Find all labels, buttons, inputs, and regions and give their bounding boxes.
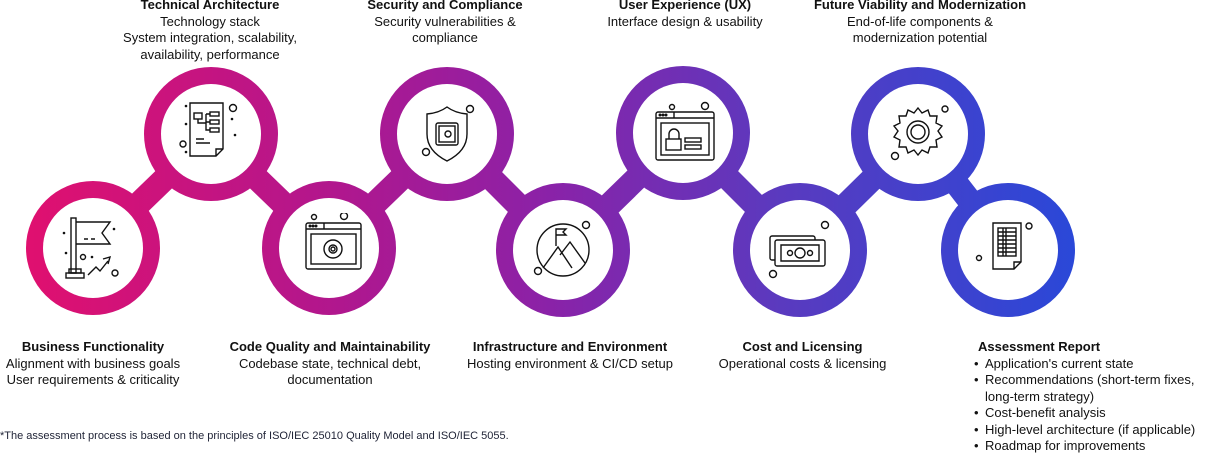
step-infrastructure-label: Infrastructure and Environment Hosting e… bbox=[455, 339, 685, 372]
step-title: User Experience (UX) bbox=[618, 0, 752, 12]
step-title: Future Viability and Modernization bbox=[813, 0, 1027, 12]
step-technical-label: Technical Architecture Technology stack … bbox=[110, 0, 310, 63]
step-title: Cost and Licensing bbox=[742, 339, 863, 354]
step-desc: End-of-life components & bbox=[847, 13, 993, 29]
browser-lock-icon bbox=[655, 101, 715, 161]
step-desc: availability, performance bbox=[140, 46, 280, 62]
step-cost-label: Cost and Licensing Operational costs & l… bbox=[705, 339, 900, 372]
mountain-flag-icon bbox=[533, 220, 591, 277]
report-item: Cost-benefit analysis bbox=[974, 405, 1195, 422]
report-item-text: long-term strategy) bbox=[985, 388, 1095, 404]
report-item: Application's current state bbox=[974, 356, 1195, 373]
step-code-label: Code Quality and Maintainability Codebas… bbox=[220, 339, 440, 389]
report-item: Roadmap for improvements bbox=[974, 438, 1195, 455]
document-flowchart-icon bbox=[179, 102, 238, 157]
step-title: Technical Architecture bbox=[140, 0, 280, 12]
step-security-label: Security and Compliance Security vulnera… bbox=[340, 0, 550, 47]
shield-safe-icon bbox=[421, 104, 475, 162]
report-item: High-level architecture (if applicable) bbox=[974, 422, 1195, 439]
report-item: Recommendations (short-term fixes,long-t… bbox=[974, 372, 1195, 405]
step-desc: User requirements & criticality bbox=[6, 372, 180, 387]
step-desc: Interface design & usability bbox=[607, 13, 763, 29]
step-title: Code Quality and Maintainability bbox=[229, 339, 431, 354]
footnote: *The assessment process is based on the … bbox=[0, 430, 509, 442]
flag-growth-icon bbox=[62, 217, 119, 279]
step-business-label: Business Functionality Alignment with bu… bbox=[0, 339, 192, 389]
step-ux-label: User Experience (UX) Interface design & … bbox=[600, 0, 770, 30]
step-desc: System integration, scalability, bbox=[123, 30, 297, 45]
step-title: Infrastructure and Environment bbox=[472, 339, 668, 354]
money-bills-icon bbox=[768, 220, 830, 279]
assessment-report-label: Assessment Report Application's current … bbox=[974, 339, 1195, 455]
step-desc: Operational costs & licensing bbox=[718, 355, 887, 371]
step-desc: Security vulnerabilities & bbox=[374, 13, 516, 29]
report-title: Assessment Report bbox=[978, 339, 1101, 354]
step-desc: Hosting environment & CI/CD setup bbox=[467, 355, 673, 371]
step-desc: modernization potential bbox=[852, 30, 988, 45]
step-desc: Codebase state, technical debt, bbox=[238, 355, 422, 371]
browser-gear-icon bbox=[305, 213, 362, 270]
step-desc: Technology stack bbox=[160, 13, 260, 29]
step-title: Security and Compliance bbox=[367, 0, 523, 12]
gear-icon bbox=[890, 105, 949, 161]
step-desc: compliance bbox=[412, 30, 478, 45]
report-list: Application's current state Recommendati… bbox=[974, 356, 1195, 455]
step-desc: Alignment with business goals bbox=[5, 355, 181, 371]
step-future-label: Future Viability and Modernization End-o… bbox=[800, 0, 1040, 47]
report-item-text: Recommendations (short-term fixes, bbox=[985, 372, 1195, 387]
step-title: Business Functionality bbox=[21, 339, 165, 354]
spreadsheet-document-icon bbox=[975, 222, 1033, 270]
step-desc: documentation bbox=[287, 372, 373, 387]
